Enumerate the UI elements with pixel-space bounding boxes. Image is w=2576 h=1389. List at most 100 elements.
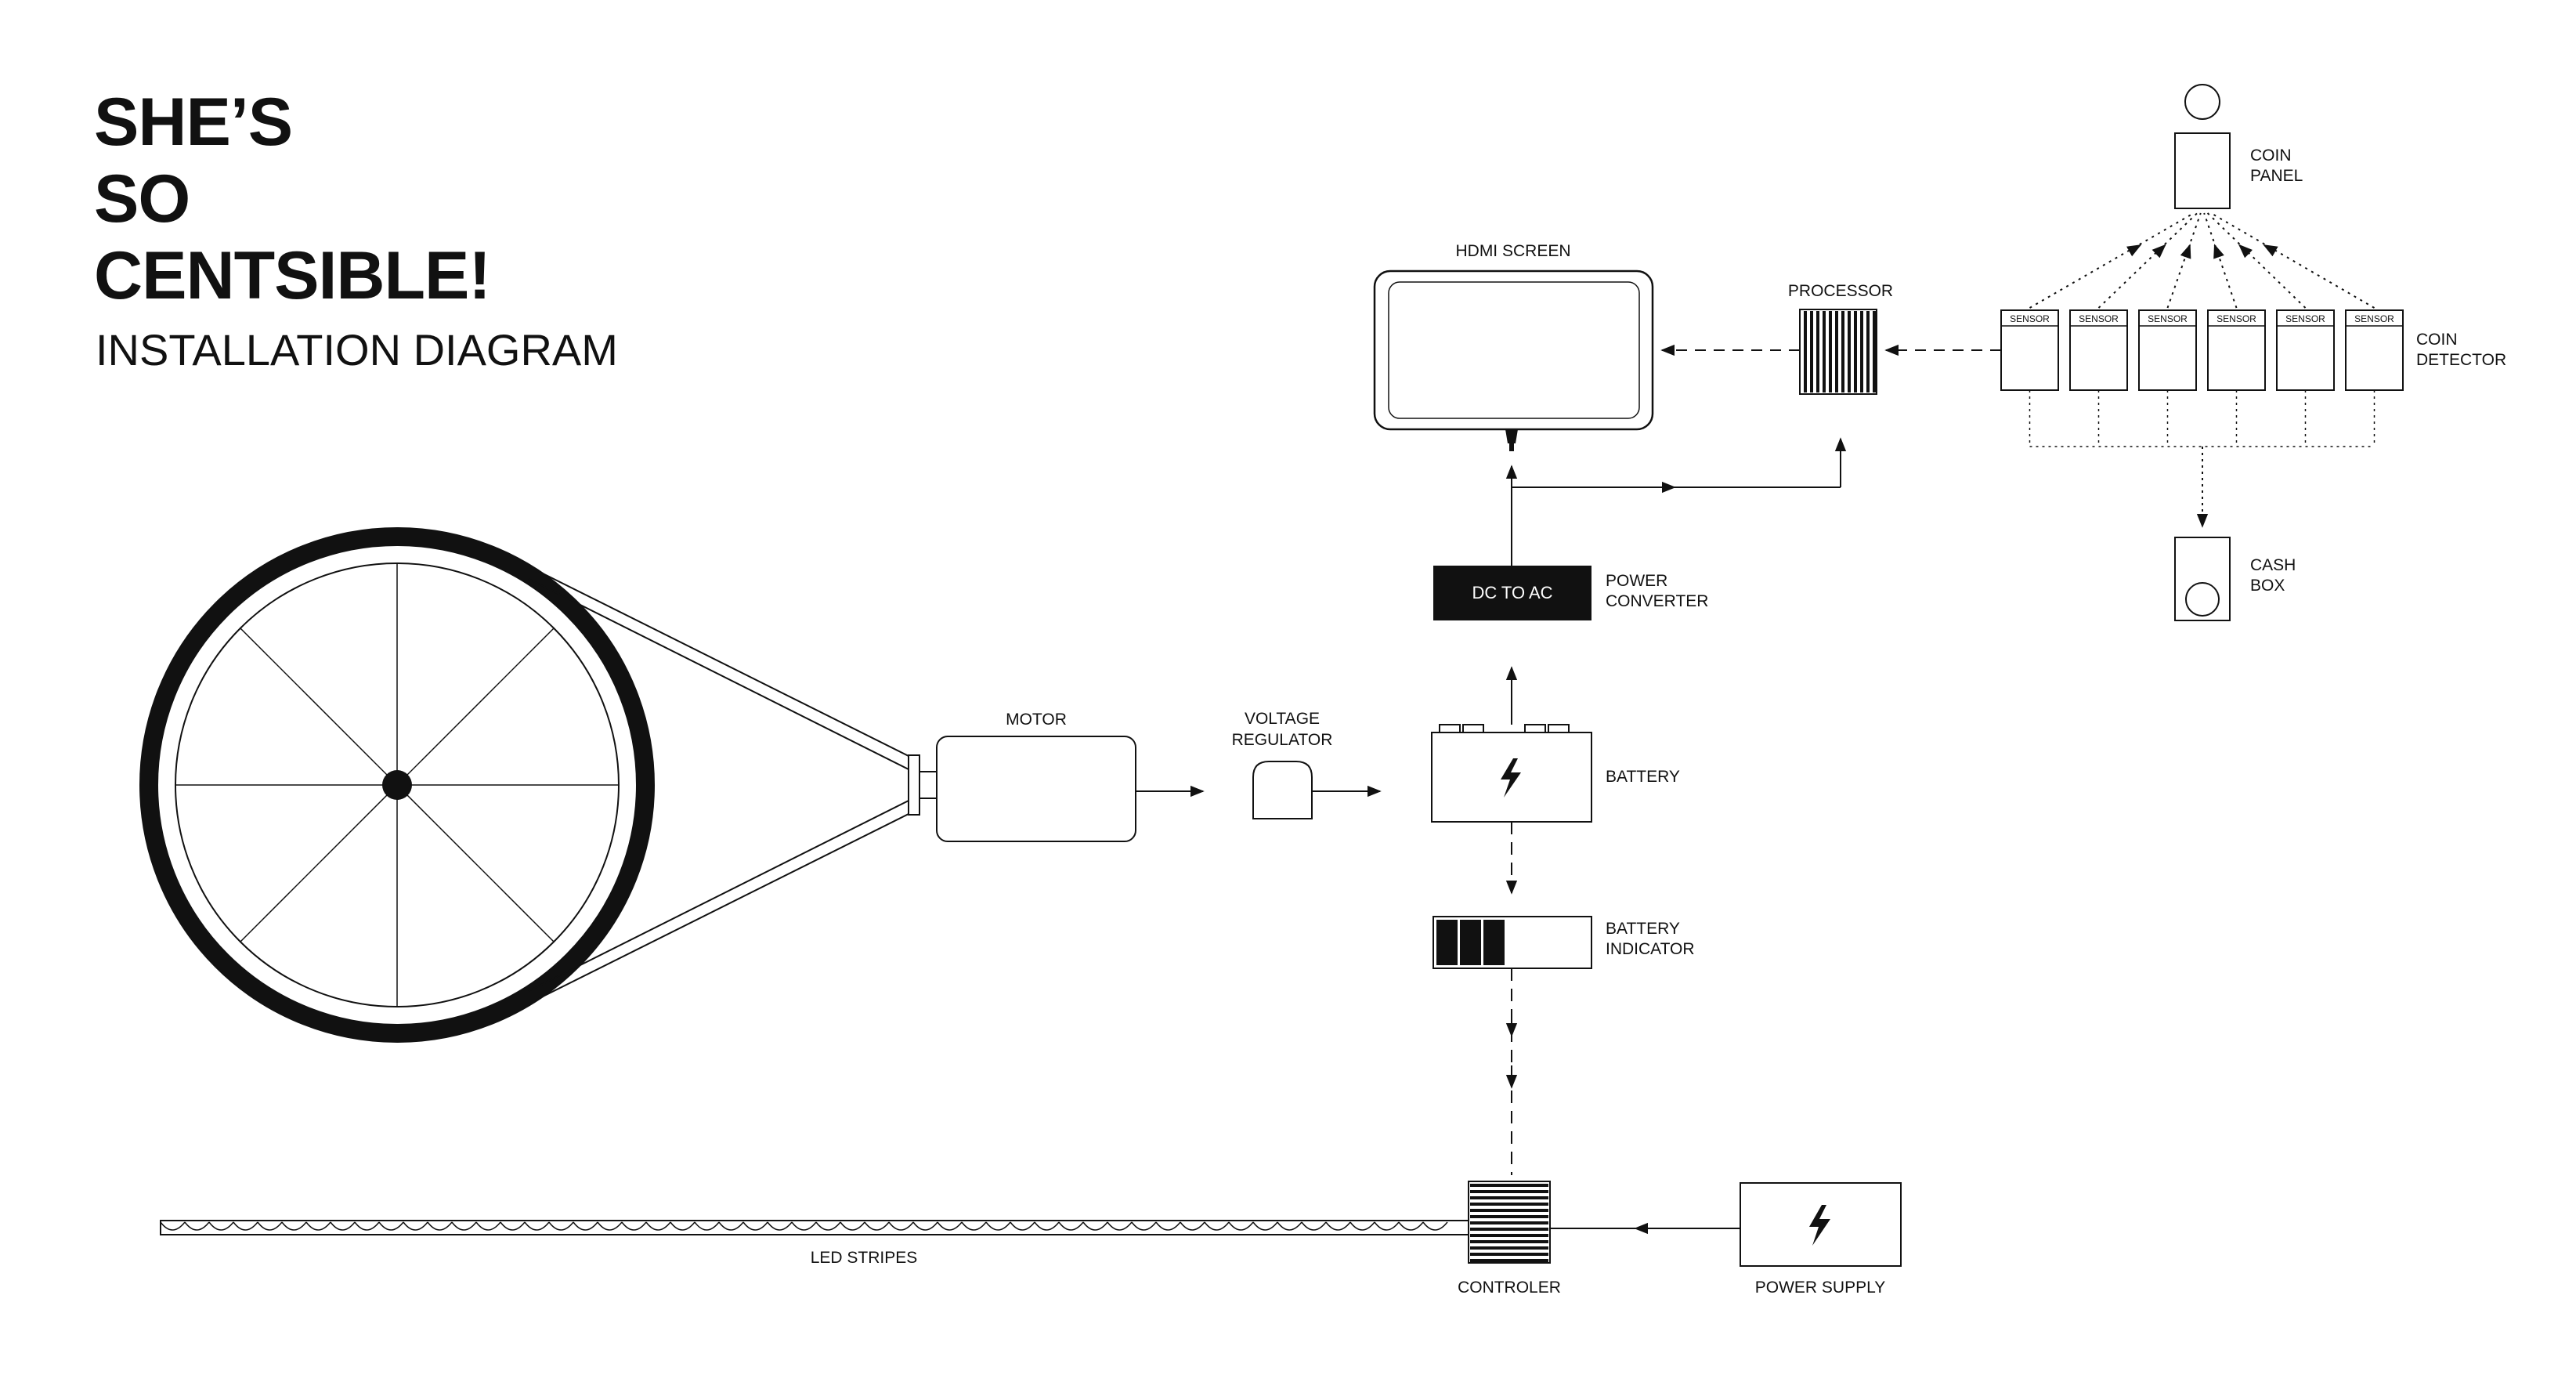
led-segment — [1422, 1221, 1448, 1231]
panel-sensor-link — [2203, 212, 2238, 309]
led-segment — [1131, 1221, 1157, 1231]
led-segment — [548, 1221, 574, 1231]
controller-stripe — [1470, 1196, 1548, 1199]
led-segment — [645, 1221, 671, 1231]
panel-sensor-link — [2166, 212, 2202, 309]
led-segment — [281, 1221, 307, 1231]
processor-stripe — [1810, 311, 1813, 392]
led-segment — [1010, 1221, 1035, 1231]
processor-stripe — [1848, 311, 1851, 392]
sensor-label: SENSOR — [2217, 313, 2256, 324]
title-line-3: CENTSIBLE! — [94, 238, 490, 313]
coin-panel-connectors — [2029, 212, 2375, 309]
led-segment — [1034, 1221, 1060, 1231]
panel-sensor-link — [2097, 212, 2198, 309]
processor-label: PROCESSOR — [1788, 282, 1893, 300]
coin-panel-label-2: PANEL — [2250, 167, 2303, 185]
led-segment — [912, 1221, 938, 1231]
processor-stripe — [1860, 311, 1863, 392]
led-segment — [573, 1221, 598, 1231]
indicator-cell — [1436, 920, 1458, 965]
panel-sensor-arrow — [2213, 244, 2224, 259]
sensor: SENSOR — [2069, 309, 2128, 391]
controller-label: CONTROLER — [1458, 1279, 1561, 1297]
hdmi-screen-label: HDMI SCREEN — [1455, 242, 1570, 260]
cash-box-label-1: CASH — [2250, 556, 2296, 574]
controller-stripe — [1470, 1228, 1548, 1231]
led-segment — [888, 1221, 914, 1231]
hdmi-screen — [1373, 269, 1654, 451]
led-segment — [427, 1221, 453, 1231]
indicator-cell — [1460, 920, 1481, 965]
sensor-label: SENSOR — [2010, 313, 2050, 324]
led-segment — [1398, 1221, 1424, 1231]
led-segment — [208, 1221, 234, 1231]
led-segment — [524, 1221, 550, 1231]
led-segment — [330, 1221, 356, 1231]
power-supply-label: POWER SUPPLY — [1755, 1279, 1885, 1297]
led-segment — [1058, 1221, 1084, 1231]
led-segment — [1082, 1221, 1108, 1231]
panel-sensor-arrow — [2238, 244, 2253, 259]
processor-stripe — [1829, 311, 1832, 392]
panel-sensor-link — [2210, 212, 2375, 309]
led-segment — [742, 1221, 768, 1231]
led-segment — [985, 1221, 1011, 1231]
title-line-2: SO — [94, 161, 190, 237]
motor — [908, 736, 1136, 842]
sensor: SENSOR — [2345, 309, 2404, 391]
cash-box-label-2: BOX — [2250, 577, 2285, 595]
panel-sensor-arrow — [2180, 244, 2191, 259]
processor — [1799, 309, 1877, 395]
battery-indicator — [1433, 916, 1592, 969]
processor-stripe — [1823, 311, 1826, 392]
sensor-label: SENSOR — [2285, 313, 2325, 324]
led-segment — [1277, 1221, 1302, 1231]
sensor: SENSOR — [2138, 309, 2197, 391]
led-segment — [694, 1221, 720, 1231]
led-segment — [1301, 1221, 1327, 1231]
voltage-regulator — [1252, 761, 1313, 819]
panel-sensor-arrow — [2151, 244, 2166, 259]
led-segment — [840, 1221, 865, 1231]
sensor-box — [2000, 309, 2059, 391]
controller-stripe — [1470, 1184, 1548, 1187]
battery-label: BATTERY — [1606, 768, 1680, 786]
sensor-box — [2276, 309, 2335, 391]
wheel — [139, 527, 655, 1043]
controller-stripe — [1470, 1209, 1548, 1212]
drive-belt — [528, 570, 917, 1000]
led-segment — [1180, 1221, 1205, 1231]
coin-detector-label-2: DETECTOR — [2416, 351, 2506, 369]
battery — [1431, 724, 1592, 823]
lightning-icon — [1501, 758, 1521, 798]
coin-panel — [2174, 84, 2231, 209]
indicator-cell — [1483, 920, 1505, 965]
led-segment — [1349, 1221, 1375, 1231]
led-segment — [670, 1221, 695, 1231]
led-segment — [403, 1221, 428, 1231]
led-segment — [937, 1221, 963, 1231]
processor-stripe — [1866, 311, 1870, 392]
battery-indicator-label-1: BATTERY — [1606, 920, 1680, 938]
led-segment — [621, 1221, 647, 1231]
controller-stripe — [1470, 1190, 1548, 1193]
processor-stripe — [1873, 311, 1876, 392]
led-segment — [475, 1221, 501, 1231]
processor-stripe — [1804, 311, 1807, 392]
processor-stripe — [1841, 311, 1844, 392]
voltage-regulator-label-1: VOLTAGE — [1245, 710, 1320, 728]
sensor: SENSOR — [2207, 309, 2266, 391]
lightning-icon — [1809, 1205, 1830, 1246]
processor-stripe — [1854, 311, 1857, 392]
sensor: SENSOR — [2000, 309, 2059, 391]
coin-detector-label-1: COIN — [2416, 331, 2458, 349]
processor-stripe — [1816, 311, 1819, 392]
led-segment — [1228, 1221, 1254, 1231]
dc-to-ac-converter — [1433, 566, 1591, 620]
sensor-label: SENSOR — [2354, 313, 2394, 324]
controller-stripe — [1470, 1240, 1548, 1243]
controller-stripe — [1470, 1215, 1548, 1218]
controller-stripe — [1470, 1234, 1548, 1237]
